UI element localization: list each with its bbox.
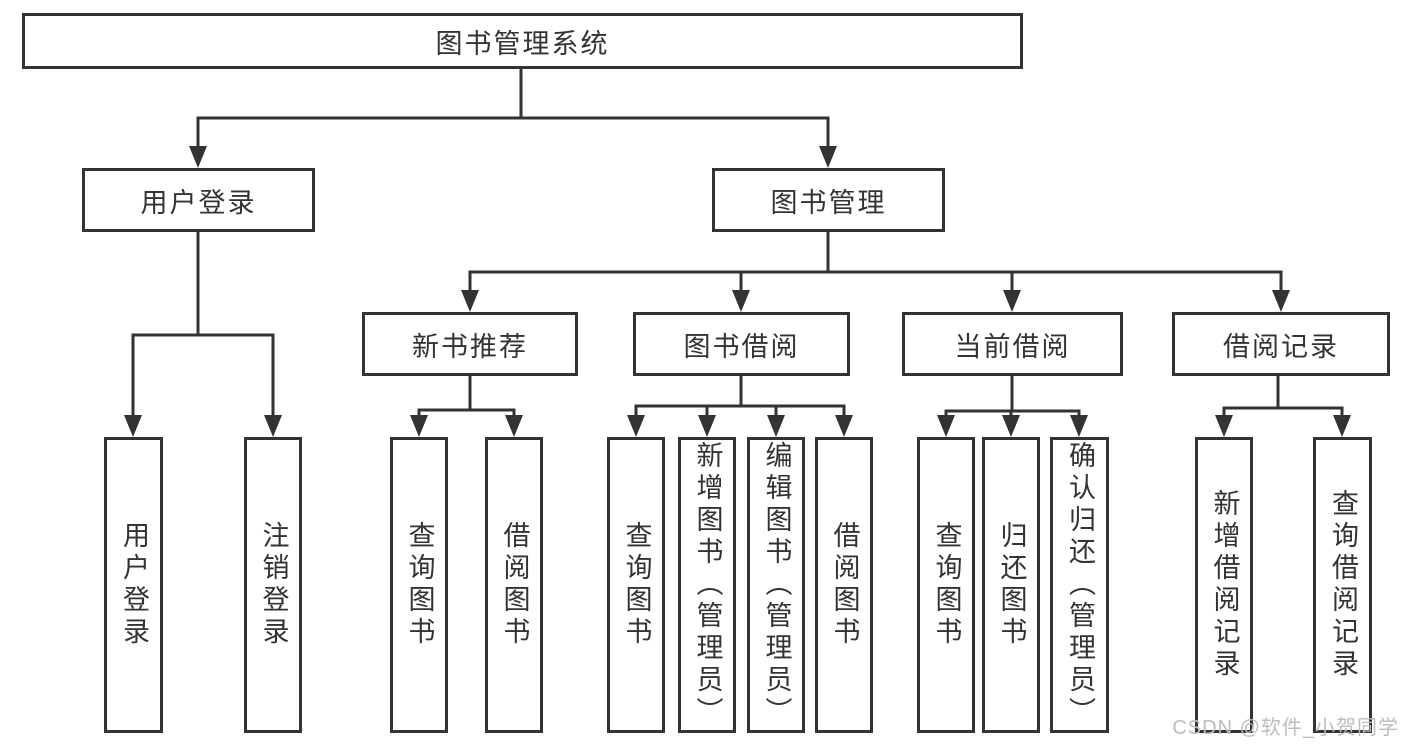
arrow-down-icon: [937, 415, 955, 437]
node-current-borrow: 当前借阅: [902, 312, 1123, 376]
node-label: 图书借阅: [683, 331, 800, 362]
node-label: 借阅记录: [1223, 331, 1339, 362]
arrow-down-icon: [189, 146, 207, 168]
node-leaf-br-add: 新增借阅记录: [1195, 437, 1253, 733]
node-leaf-bb-edit: 编辑图书（管理员）: [747, 437, 805, 733]
node-new-book-recommend: 新书推荐: [362, 312, 578, 376]
node-label: 图书管理系统: [435, 28, 610, 59]
node-label: 用户登录: [119, 521, 149, 649]
node-label: 查询图书: [404, 521, 435, 649]
arrow-down-icon: [1215, 415, 1233, 437]
arrow-down-icon: [732, 290, 750, 312]
node-user-login: 用户登录: [82, 168, 315, 232]
arrow-down-icon: [1333, 415, 1351, 437]
node-leaf-nbr-query: 查询图书: [390, 437, 448, 733]
node-label: 确认归还（管理员）: [1065, 441, 1095, 729]
node-label: 新书推荐: [412, 331, 528, 362]
node-leaf-br-query: 查询借阅记录: [1313, 437, 1372, 733]
node-book-borrow: 图书借阅: [633, 312, 850, 376]
node-label: 借阅图书: [829, 521, 860, 649]
node-root: 图书管理系统: [22, 13, 1023, 69]
node-label: 编辑图书（管理员）: [761, 441, 792, 729]
watermark: CSDN @软件_小贺同学: [1172, 717, 1399, 739]
node-label: 当前借阅: [954, 331, 1071, 362]
node-leaf-nbr-borrow: 借阅图书: [485, 437, 543, 733]
node-book-management: 图书管理: [712, 168, 945, 232]
node-leaf-cb-confirm: 确认归还（管理员）: [1050, 437, 1109, 733]
node-label: 新增借阅记录: [1209, 489, 1240, 681]
node-label: 归还图书: [996, 521, 1027, 649]
node-label: 查询图书: [931, 521, 962, 649]
arrow-down-icon: [835, 415, 853, 437]
node-leaf-user-login: 用户登录: [104, 437, 163, 733]
node-label: 借阅图书: [499, 521, 530, 649]
node-leaf-bb-borrow: 借阅图书: [815, 437, 873, 733]
node-leaf-cb-query: 查询图书: [917, 437, 975, 733]
connector-line: [468, 232, 1283, 292]
arrow-down-icon: [1272, 290, 1290, 312]
node-label: 图书管理: [770, 187, 887, 218]
node-leaf-bb-add: 新增图书（管理员）: [678, 437, 736, 733]
connector-line: [196, 69, 830, 148]
arrow-down-icon: [264, 415, 282, 437]
node-label: 查询图书: [621, 521, 652, 649]
arrow-down-icon: [124, 415, 142, 437]
node-label: 查询借阅记录: [1328, 489, 1358, 681]
arrow-down-icon: [505, 415, 523, 437]
arrow-down-icon: [410, 415, 428, 437]
node-borrow-records: 借阅记录: [1172, 312, 1390, 376]
node-label: 用户登录: [140, 187, 257, 218]
arrow-down-icon: [1002, 415, 1020, 437]
arrow-down-icon: [698, 415, 716, 437]
arrow-down-icon: [1003, 290, 1021, 312]
node-label: 新增图书（管理员）: [692, 441, 723, 729]
arrow-down-icon: [819, 146, 837, 168]
connector-line: [944, 376, 1081, 417]
node-leaf-bb-query: 查询图书: [607, 437, 665, 733]
arrow-down-icon: [627, 415, 645, 437]
node-leaf-cb-return: 归还图书: [982, 437, 1040, 733]
connector-line: [417, 376, 516, 417]
node-label: 注销登录: [258, 521, 289, 649]
connector-line: [634, 376, 846, 417]
connector-line: [1222, 376, 1344, 417]
arrow-down-icon: [461, 290, 479, 312]
connector-line: [131, 232, 275, 417]
arrow-down-icon: [1070, 415, 1088, 437]
node-leaf-logout: 注销登录: [244, 437, 302, 733]
arrow-down-icon: [767, 415, 785, 437]
